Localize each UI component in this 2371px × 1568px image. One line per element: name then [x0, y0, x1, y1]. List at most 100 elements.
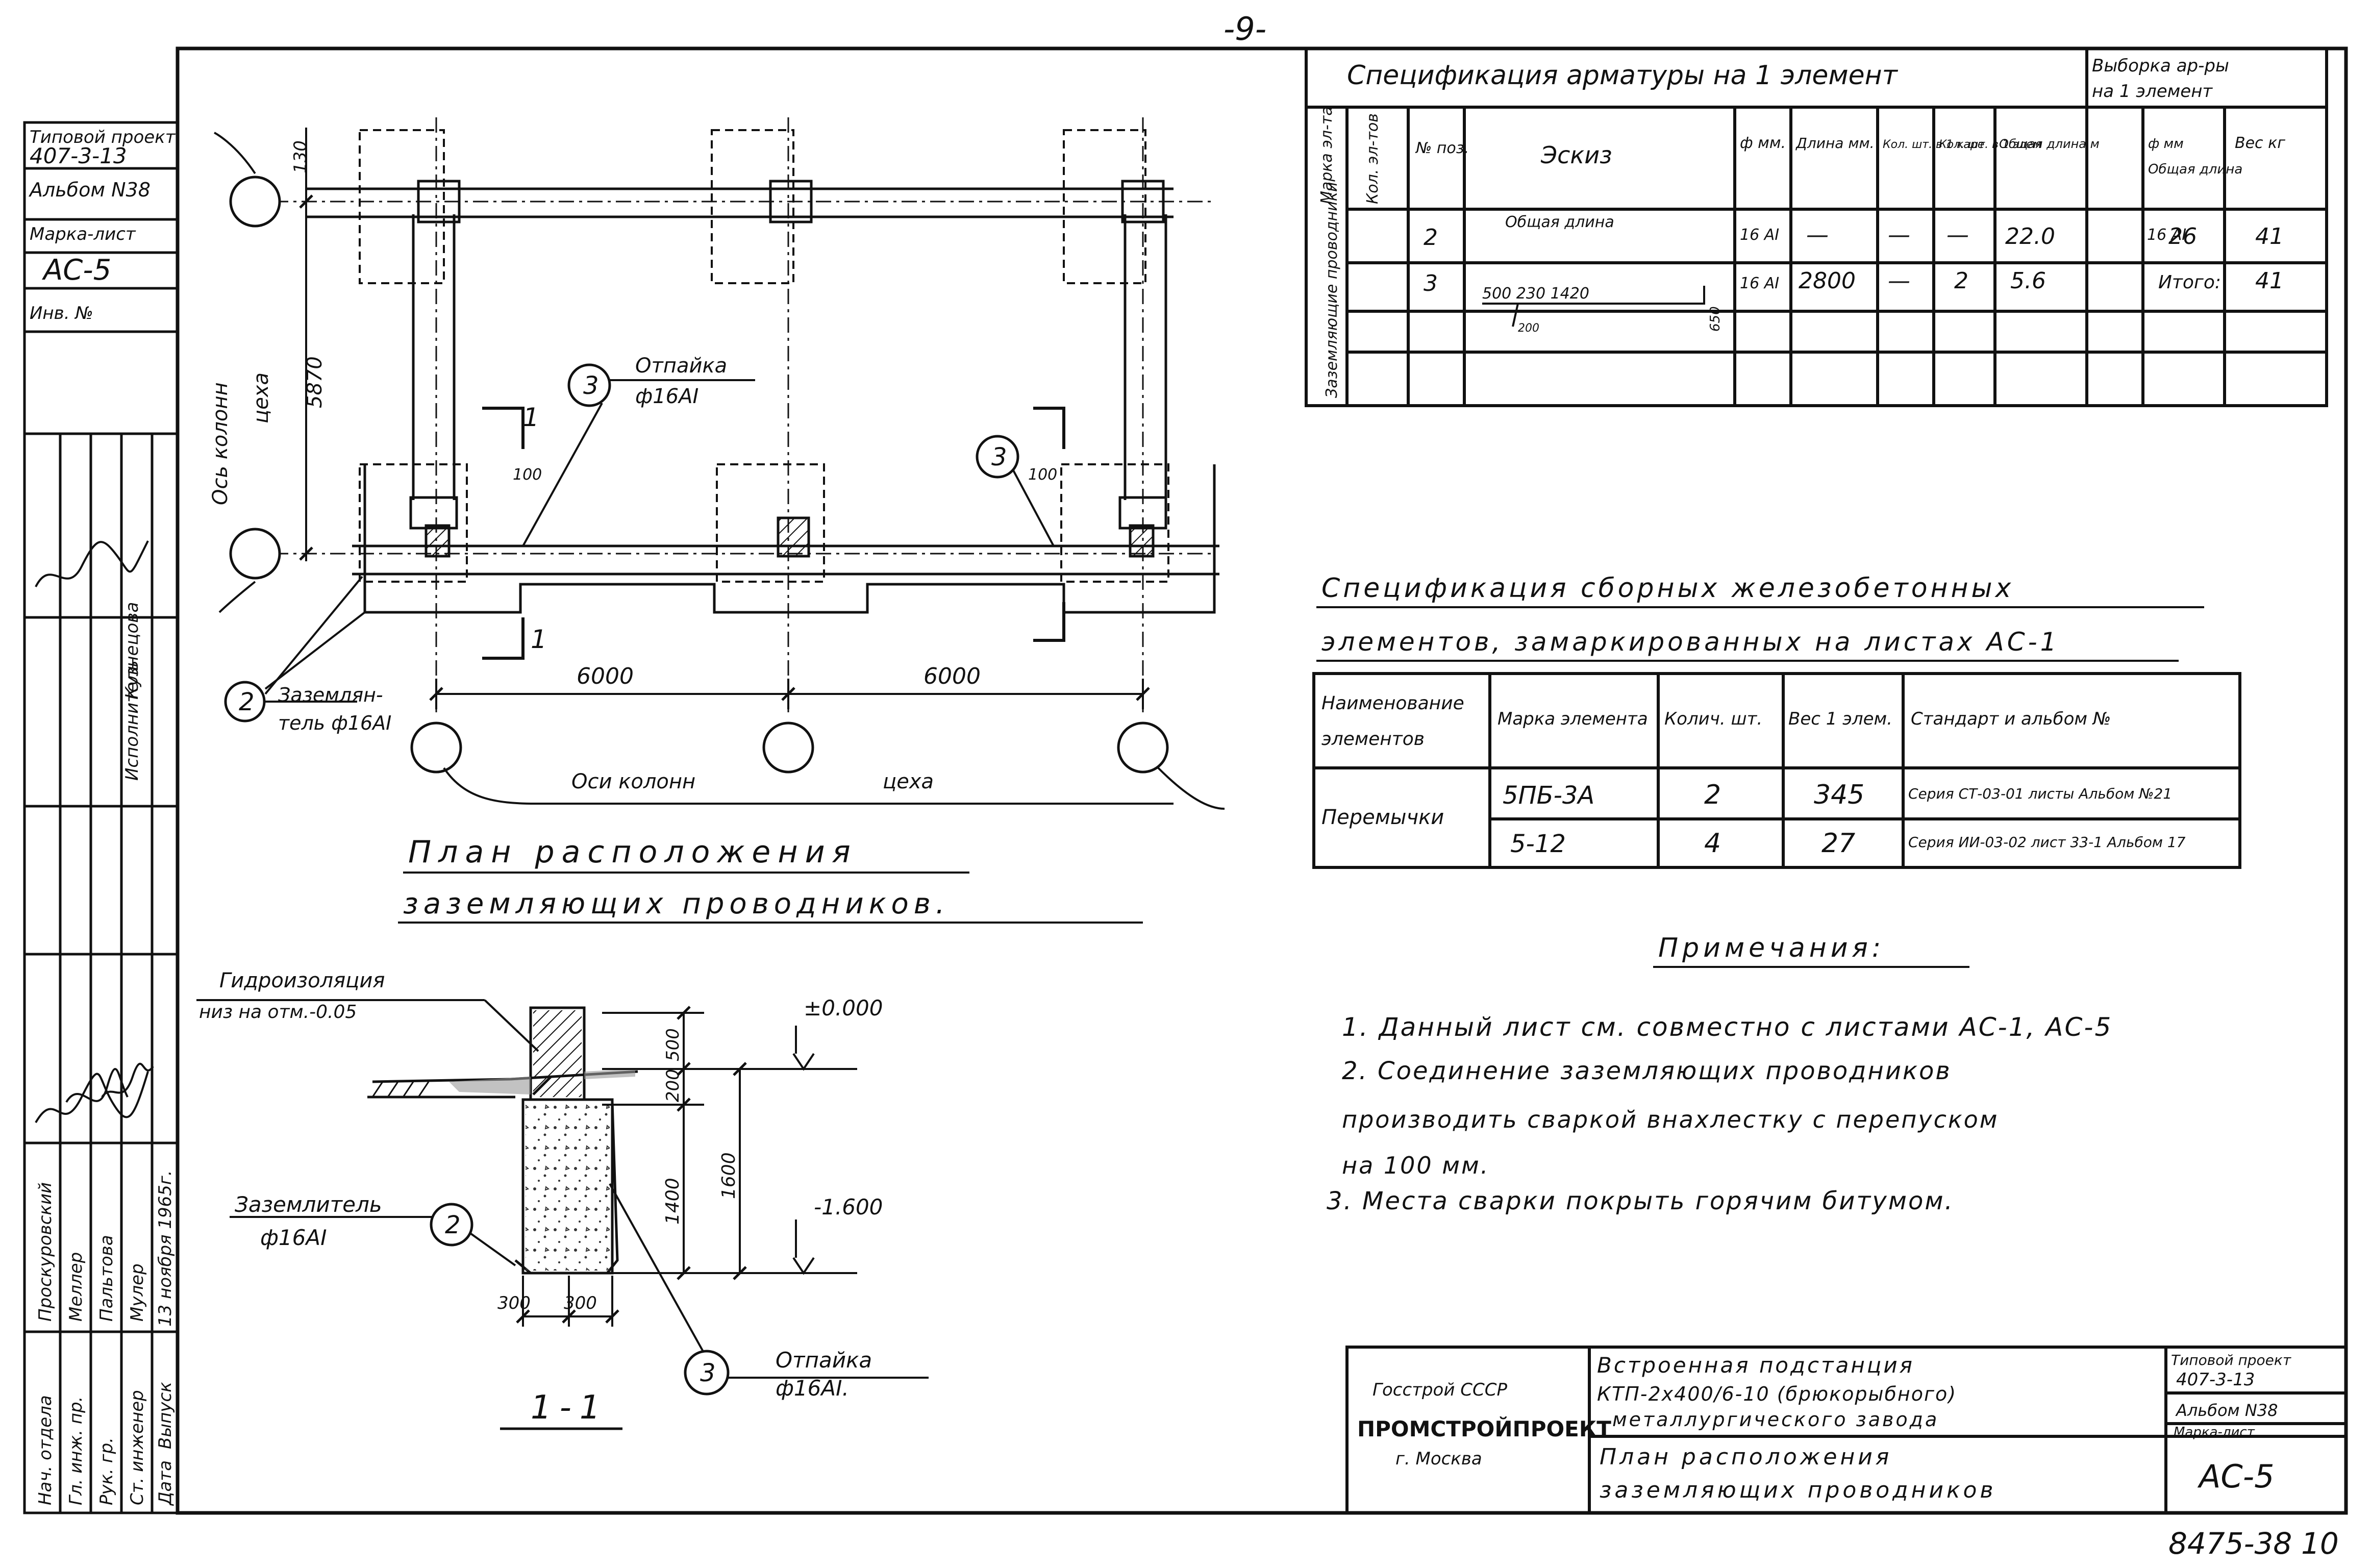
rebar-row-pos: 2: [1424, 225, 1438, 251]
plan-section-mark-bottom: 1: [531, 625, 547, 654]
stamp-signatures: [35, 540, 154, 1123]
rebar-header-phi: ф мм.: [1740, 134, 1786, 152]
stamp-mark-sheet: АС-5: [42, 254, 111, 287]
plan-callout-3a: 3: [583, 371, 599, 400]
precast-header-name-1: Наименование: [1321, 693, 1464, 714]
section-callout-2: 2: [445, 1211, 461, 1239]
rebar-total-label: Итого:: [2158, 272, 2221, 293]
rebar-row-qty-piece: —: [1888, 222, 1910, 248]
precast-row-mark: 5-12: [1510, 830, 1566, 858]
precast-header-qty: Колич. шт.: [1664, 709, 1762, 729]
stamp-name-2: Меллер: [66, 1252, 86, 1322]
rebar-sketch-dim-b: 650: [1708, 306, 1723, 332]
rebar-sketch: [1482, 286, 1705, 327]
title-sheet-line2: заземляющих проводников: [1600, 1477, 1996, 1503]
stamp-project-number: 407-3-13: [30, 143, 127, 168]
precast-row-standard: Серия СТ-03-01 листы Альбом №21: [1908, 785, 2172, 802]
rebar-header-qty-piece: Кол. шт. в 1 каре: [1883, 138, 1984, 151]
section-dim-1600: 1600: [718, 1152, 739, 1199]
precast-row-mark: 5ПБ-3А: [1503, 781, 1594, 810]
title-org-line3: г. Москва: [1395, 1449, 1482, 1469]
rebar-sample-title-2: на 1 элемент: [2092, 81, 2213, 102]
notes-line-2: 2. Соединение заземляющих проводников: [1342, 1057, 1952, 1085]
rebar-sample-phi: 16 АI: [2147, 226, 2186, 244]
rebar-row-qty-elem: —: [1946, 222, 1969, 248]
rebar-sample-title-1: Выборка ар-ры: [2092, 56, 2229, 76]
stamp-inv-label: Инв. №: [30, 303, 93, 323]
rebar-row-qty-piece: —: [1888, 268, 1910, 294]
notes-line-4: на 100 мм.: [1342, 1152, 1489, 1179]
notes-title: Примечания:: [1658, 933, 1885, 963]
plan-callout-2: 2: [239, 688, 255, 716]
section-dim-500: 500: [663, 1028, 683, 1061]
section-zazem-label: Заземлитель: [235, 1192, 382, 1217]
rebar-header-mark: Марка эл-та: [1318, 106, 1336, 204]
title-project-number: 407-3-13: [2176, 1370, 2255, 1390]
stamp-role-4: Ст. инженер: [127, 1390, 147, 1505]
section-dim-300b: 300: [564, 1293, 597, 1313]
title-album: Альбом N38: [2175, 1401, 2278, 1420]
plan-dim-100a: 100: [513, 466, 542, 484]
rebar-group-label: Заземляющие проводники: [1323, 182, 1341, 398]
section-otpaika-label: Отпайка: [776, 1348, 872, 1373]
plan-dim-6000b: 6000: [924, 663, 981, 689]
section-title: 1-1: [531, 1389, 609, 1427]
title-name-line1: Встроенная подстанция: [1597, 1353, 1914, 1378]
rebar-sketch-dim-a: 200: [1518, 322, 1539, 335]
section-dim-1400: 1400: [662, 1178, 683, 1225]
plan-otpaika-spec: ф16АI: [635, 385, 698, 408]
precast-title-2: элементов, замаркированных на листах АС-…: [1321, 627, 2060, 657]
title-org-line2: ПРОМСТРОЙПРОЕКТ: [1357, 1416, 1611, 1441]
section-otpaika-spec: ф16АI.: [776, 1376, 849, 1401]
page-number: -9-: [1224, 10, 1266, 47]
plan-section-mark-top: 1: [523, 403, 539, 432]
title-block: Госстрой СССР ПРОМСТРОЙПРОЕКТ г. Москва …: [1345, 1346, 2348, 1514]
rebar-row-phi: 16 АI: [1740, 226, 1779, 244]
rebar-row-total: 5.6: [2010, 268, 2046, 294]
stamp-page: 10: [2301, 1526, 2339, 1561]
title-org-line1: Госстрой СССР: [1372, 1380, 1507, 1400]
rebar-header-qty-elem: Кол. шт. в 1 элем: [1939, 138, 2041, 151]
stamp-typical-label: Типовой проект: [30, 127, 176, 147]
precast-header-standard: Стандарт и альбом №: [1911, 709, 2111, 729]
stamp-executor-label: Исполнитель: [122, 660, 142, 781]
title-name-line3: металлургического завода: [1612, 1408, 1939, 1431]
title-mark: АС-5: [2197, 1458, 2275, 1495]
plan-zazem-label-1: Заземлян-: [278, 684, 383, 706]
grounding-plan: 3 3 2: [209, 117, 1225, 924]
stamp-album: Альбом N38: [28, 179, 151, 201]
rebar-row-pos: 3: [1424, 270, 1438, 296]
rebar-row-total: 22.0: [2005, 223, 2055, 250]
plan-axis-label-1: Ось колонн: [209, 382, 232, 505]
rebar-header-total-length: Общая длина м: [1999, 137, 2100, 151]
section-hydro-label: Гидроизоляция: [219, 969, 385, 992]
stamp-mark-label: Марка-лист: [30, 224, 136, 244]
rebar-row-sketch: 500 230 1420: [1482, 285, 1589, 303]
rebar-header-count: Кол. эл-тов: [1364, 113, 1382, 204]
plan-axis-label-2: цеха: [249, 372, 273, 424]
stamp-number: 8475-38: [2168, 1526, 2292, 1561]
stamp-role-1: Нач. отдела: [35, 1395, 56, 1505]
notes-line-3: производить сваркой внахлестку с перепус…: [1342, 1106, 1999, 1133]
section-dim-200: 200: [663, 1069, 683, 1102]
section-zazem-spec: ф16АI: [260, 1225, 327, 1250]
notes-line-5: 3. Места сварки покрыть горячим битумом.: [1327, 1187, 1954, 1215]
plan-dim-130: 130: [290, 140, 311, 173]
section-level-0: ±0.000: [804, 995, 883, 1021]
stamp-kuznecova: Кузнецова: [122, 602, 142, 699]
stamp-name-4: Мулер: [127, 1263, 147, 1322]
title-sheet-line1: План расположения: [1600, 1444, 1892, 1470]
precast-row-weight: 345: [1814, 780, 1864, 810]
left-stamp: Типовой проект 407-3-13 Альбом N38 Марка…: [23, 121, 179, 1514]
rebar-row-length: 2800: [1799, 268, 1856, 294]
plan-axes-label: Оси колонн: [571, 770, 695, 793]
precast-row-standard: Серия ИИ-03-02 лист 33-1 Альбом 17: [1908, 834, 2186, 851]
notes-line-1: 1. Данный лист см. совместно с листами А…: [1342, 1012, 2112, 1042]
plan-callout-3b: 3: [991, 443, 1007, 471]
section-hydro-level: низ на отм.-0.05: [199, 1002, 357, 1023]
section-level-1600: -1.600: [814, 1194, 883, 1219]
title-typical-label: Типовой проект: [2171, 1352, 2291, 1368]
precast-title-1: Спецификация сборных железобетонных: [1321, 573, 2014, 604]
section-callout-3: 3: [700, 1359, 716, 1387]
